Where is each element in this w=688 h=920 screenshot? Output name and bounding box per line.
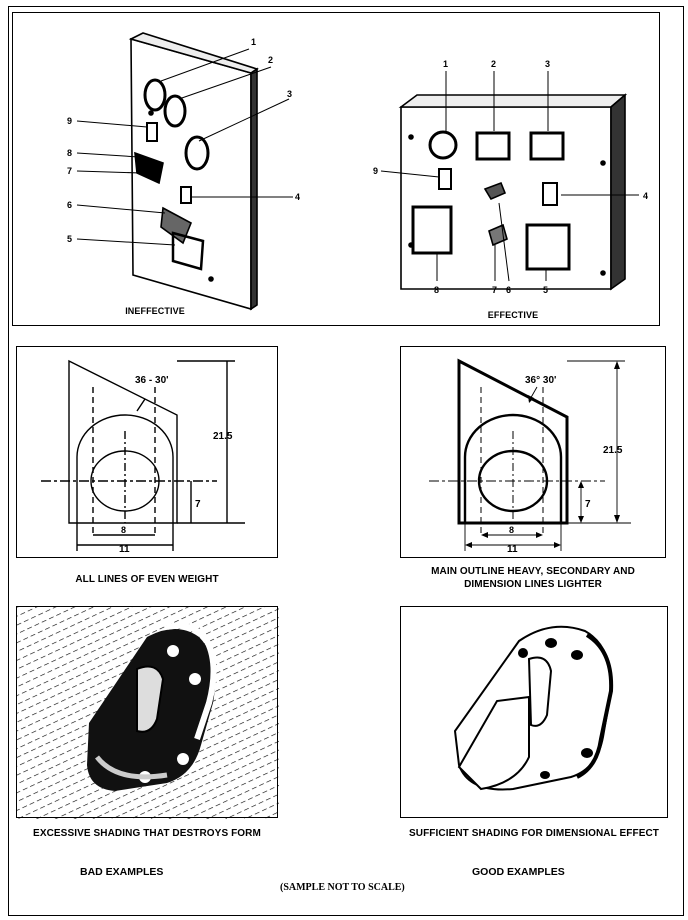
angle-dimension-right: 36° 30' [525,375,556,386]
callout-2-right: 2 [491,59,496,69]
callout-7-right: 7 [492,285,497,295]
good-examples-label: GOOD EXAMPLES [472,866,565,878]
callout-5-left: 5 [67,234,72,244]
even-weight-caption: ALL LINES OF EVEN WEIGHT [75,574,219,585]
callout-2-left: 2 [268,55,273,65]
ineffective-panel-drawing [76,32,293,311]
small-dimension-right: 7 [585,499,591,510]
line-weight-drawing: 36° 30' 21.5 7 8 11 [429,358,631,555]
width-dimension-left: 11 [119,544,130,555]
callout-9-left: 9 [67,116,72,126]
bad-examples-label: BAD EXAMPLES [80,866,164,878]
callout-8-left: 8 [67,148,72,158]
hole-dimension-left: 8 [121,525,126,535]
height-dimension-right: 21.5 [603,445,623,456]
line-weight-caption-line2: DIMENSION LINES LIGHTER [464,579,602,590]
callout-1-left: 1 [251,37,256,47]
outer-frame [8,6,684,916]
bottom-left-panel [16,606,279,819]
callout-8-right: 8 [434,285,439,295]
sufficient-shading-caption: SUFFICIENT SHADING FOR DIMENSIONAL EFFEC… [408,828,660,839]
small-dimension-left: 7 [195,499,201,510]
callout-6-left: 6 [67,200,72,210]
height-dimension-left: 21.5 [213,431,233,442]
ineffective-label: INEFFECTIVE [125,306,185,316]
mid-right-panel: 36° 30' 21.5 7 8 11 [400,346,666,558]
line-weight-caption-line1: MAIN OUTLINE HEAVY, SECONDARY AND [431,566,635,577]
top-panel: 1 2 3 4 5 6 7 8 9 1 2 3 4 5 6 7 8 9 INEF… [12,12,660,326]
callout-7-left: 7 [67,166,72,176]
not-to-scale-note: (SAMPLE NOT TO SCALE) [280,882,405,893]
mid-left-panel: 36 - 30' 21.5 7 8 11 [16,346,278,558]
excessive-shading-drawing [17,607,279,819]
even-weight-drawing: 36 - 30' 21.5 7 8 11 [41,359,245,555]
callout-1-right: 1 [443,59,448,69]
bottom-right-panel [400,606,668,818]
sufficient-shading-drawing [453,625,614,791]
callout-3-right: 3 [545,59,550,69]
width-dimension-right: 11 [507,544,518,555]
callout-4-left: 4 [295,192,300,202]
callout-4-right: 4 [643,191,648,201]
panel-drawings: 1 2 3 4 5 6 7 8 9 1 2 3 4 5 6 7 8 9 [67,32,648,311]
effective-panel-drawing [380,71,639,291]
callout-5-right: 5 [543,285,548,295]
excessive-shading-caption: EXCESSIVE SHADING THAT DESTROYS FORM [33,828,261,839]
angle-dimension-left: 36 - 30' [135,375,169,386]
effective-label: EFFECTIVE [487,310,539,320]
callout-numbers: 1 2 3 4 5 6 7 8 9 1 2 3 4 5 6 7 8 9 [67,37,648,295]
callout-3-left: 3 [287,89,292,99]
callout-6-right: 6 [506,285,511,295]
hole-dimension-right: 8 [509,525,514,535]
callout-9-right: 9 [373,166,378,176]
